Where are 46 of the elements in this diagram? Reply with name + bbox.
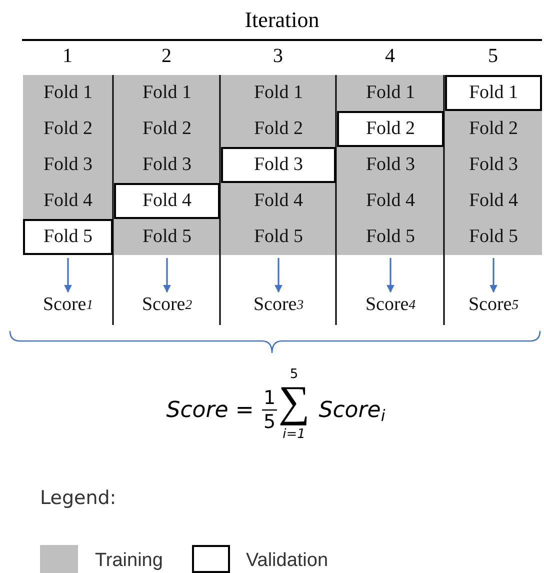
fold-cell: Fold 3 xyxy=(445,147,542,183)
fold-cell: Fold 2 xyxy=(445,111,542,147)
legend-title: Legend: xyxy=(40,489,116,508)
fold-cell: Fold 1 xyxy=(23,75,113,111)
fold-cell: Fold 3 xyxy=(221,147,336,183)
fold-cell: Fold 4 xyxy=(445,183,542,219)
fold-cell: Fold 4 xyxy=(221,183,336,219)
fold-cell: Fold 2 xyxy=(23,111,113,147)
fold-cell: Fold 1 xyxy=(337,75,444,111)
fold-cell: Fold 2 xyxy=(114,111,220,147)
fold-cell: Fold 5 xyxy=(23,219,113,255)
formula-text: Score = xyxy=(166,400,254,422)
sum-upper-limit: 5 xyxy=(290,368,298,381)
fold-cell: Fold 5 xyxy=(337,219,444,255)
fold-cell: Fold 1 xyxy=(445,75,542,111)
fold-cell: Fold 5 xyxy=(114,219,220,255)
sum-sign: ∑ xyxy=(278,380,310,424)
arrow xyxy=(163,258,171,293)
fold-cell: Fold 4 xyxy=(337,183,444,219)
fold-cell: Fold 2 xyxy=(221,111,336,147)
fold-cell: Fold 3 xyxy=(337,147,444,183)
arrow xyxy=(386,258,394,293)
fold-cell: Fold 1 xyxy=(114,75,220,111)
arrow xyxy=(64,258,72,293)
column-number: 1 xyxy=(62,46,72,66)
arrow xyxy=(490,258,498,293)
fraction-numerator: 1 xyxy=(263,389,276,408)
column-number: 2 xyxy=(162,46,172,66)
arrow xyxy=(274,258,282,293)
fold-cell: Fold 3 xyxy=(114,147,220,183)
fraction-denominator: 5 xyxy=(263,413,276,432)
fold-cell: Fold 1 xyxy=(221,75,336,111)
column-number: 5 xyxy=(488,46,498,66)
formula-text: Score$_{i}$ xyxy=(318,400,386,424)
column-number: 4 xyxy=(385,46,395,66)
legend-label: Training xyxy=(95,551,163,570)
sum-lower-limit: i=1 xyxy=(282,428,306,441)
column-number: 3 xyxy=(273,46,283,66)
title: Iteration xyxy=(244,9,320,31)
fold-cell: Fold 4 xyxy=(114,183,220,219)
fold-cell: Fold 4 xyxy=(23,183,113,219)
fold-cell: Fold 2 xyxy=(337,111,444,147)
fold-cell: Fold 5 xyxy=(445,219,542,255)
fold-cell: Fold 5 xyxy=(221,219,336,255)
fold-cell: Fold 3 xyxy=(23,147,113,183)
legend-label: Validation xyxy=(246,551,328,570)
